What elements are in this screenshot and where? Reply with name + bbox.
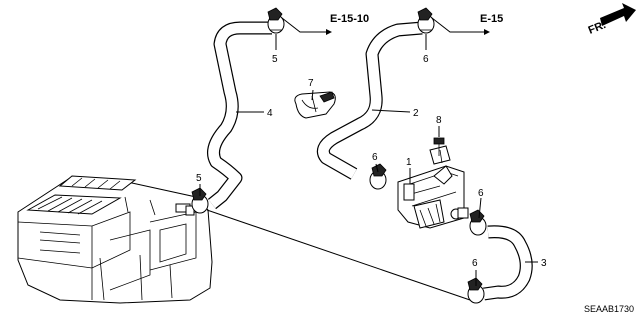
callout-4: 4 (267, 108, 273, 119)
callout-7: 7 (308, 78, 314, 89)
front-direction-arrow: FR. (587, 3, 636, 37)
hose-4 (207, 21, 272, 210)
diagram-code: SEAAB1730 (584, 304, 634, 314)
clamp-6-mid (369, 163, 387, 190)
clamp-5-left (191, 187, 209, 214)
clamp-6-bottom (467, 277, 485, 304)
callout-6-right: 6 (478, 188, 484, 199)
clip-7 (294, 91, 336, 119)
bolt-8 (433, 137, 445, 156)
callout-2: 2 (413, 108, 419, 119)
callout-1: 1 (406, 157, 412, 168)
ref-code-upper-left: E-15-10 (330, 13, 369, 25)
clamp-6-right (469, 209, 487, 236)
hose-2 (316, 21, 423, 180)
callout-6-top: 6 (423, 54, 429, 65)
callout-5-left: 5 (196, 173, 202, 184)
callout-6-mid: 6 (372, 152, 378, 163)
leader-lines (199, 17, 538, 301)
clamp-5-top (267, 7, 285, 34)
heater-unit (17, 175, 213, 304)
hose-3 (483, 225, 533, 301)
callout-6-bottom: 6 (472, 258, 478, 269)
clamp-6-top (417, 7, 435, 34)
ref-code-upper-right: E-15 (480, 13, 503, 25)
callout-5-top: 5 (272, 54, 278, 65)
callout-3: 3 (541, 258, 547, 269)
water-valve (397, 145, 469, 229)
callout-8: 8 (436, 115, 442, 126)
